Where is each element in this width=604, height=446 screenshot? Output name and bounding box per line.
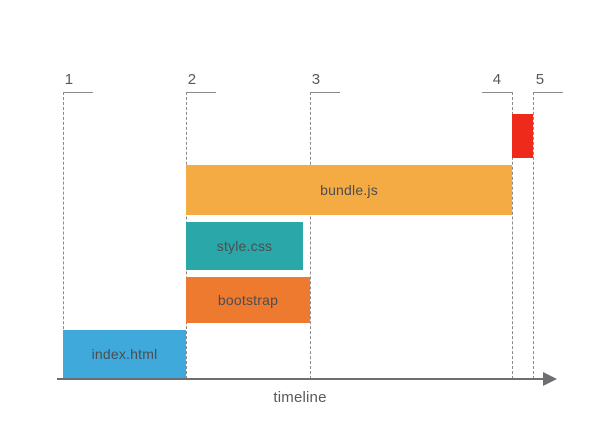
bar-label-bundle-js: bundle.js [320,182,378,198]
bar-request-index-html[interactable]: index.html [63,330,186,378]
bar-label-style-css: style.css [216,238,273,254]
bar-request-5[interactable] [512,114,533,158]
tick-label-3: 3 [311,71,321,88]
tick-guide-1 [63,92,64,379]
bar-label-index-html: index.html [91,346,158,362]
tick-guide-4 [512,92,513,379]
tick-label-2: 2 [187,71,197,88]
tick-guide-3 [310,92,311,379]
tick-cap-5 [533,92,563,93]
tick-label-4: 4 [492,71,502,88]
tick-cap-2 [186,92,216,93]
bar-request-style-css[interactable]: style.css [186,222,303,270]
tick-cap-4 [482,92,512,93]
tick-guide-5 [533,92,534,379]
axis-title: timeline [273,389,327,406]
tick-label-5: 5 [535,71,545,88]
tick-cap-3 [310,92,340,93]
bar-request-bundle-js[interactable]: bundle.js [186,165,512,215]
timeline-axis [57,378,544,380]
arrow-right-icon [543,372,557,386]
tick-cap-1 [63,92,93,93]
tick-label-1: 1 [64,71,74,88]
bar-request-bootstrap[interactable]: bootstrap [186,277,310,323]
bar-label-bootstrap: bootstrap [217,292,279,308]
